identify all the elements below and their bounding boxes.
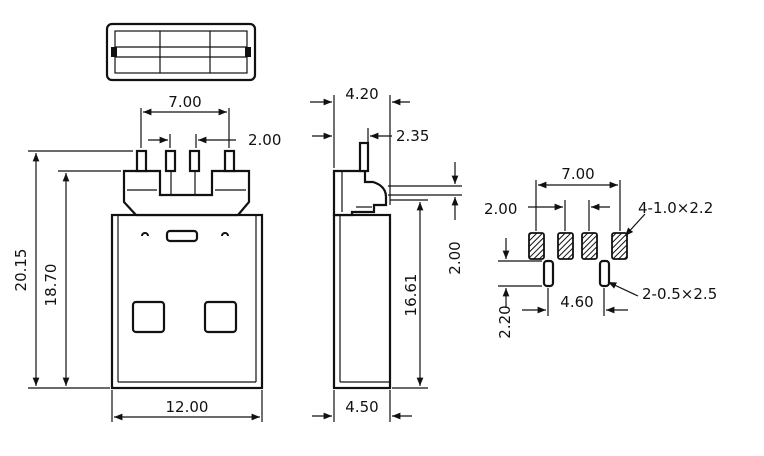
dim-pad-pitch: 2.00 <box>484 200 517 218</box>
dim-pad-size: 4-1.0×2.2 <box>638 199 713 217</box>
pcb-footprint <box>528 232 628 288</box>
dim-side-top: 4.20 <box>345 85 378 103</box>
front-dimensions: 7.00 2.00 20.15 18.70 12.00 <box>12 93 281 422</box>
dim-front-pin-pitch: 2.00 <box>248 131 281 149</box>
dim-slot-size: 2-0.5×2.5 <box>642 285 717 303</box>
dim-pad-span: 7.00 <box>561 165 594 183</box>
front-window-left <box>131 300 166 334</box>
dim-side-width: 4.50 <box>345 398 378 416</box>
pad-2 <box>557 232 574 260</box>
side-body <box>332 213 392 390</box>
footprint-dimensions: 7.00 2.00 4-1.0×2.2 2-0.5×2.5 2.20 4.60 <box>484 165 717 339</box>
pin-2 <box>164 149 177 173</box>
slot-left <box>542 259 555 288</box>
pad-4 <box>611 232 628 260</box>
front-header <box>122 169 251 217</box>
dim-side-offset: 2.00 <box>446 241 464 274</box>
top-view-outline <box>105 22 257 82</box>
dim-front-width: 12.00 <box>166 398 209 416</box>
pin-3 <box>188 149 201 173</box>
dim-slot-height: 2.20 <box>496 305 514 338</box>
front-window-right <box>203 300 238 334</box>
dim-front-body-height: 18.70 <box>42 264 60 307</box>
front-slot <box>165 229 199 243</box>
side-header <box>332 169 388 217</box>
side-dimensions: 4.20 2.35 2.00 16.61 4.50 <box>310 85 464 422</box>
dim-side-lead: 2.35 <box>396 127 429 145</box>
pin-1 <box>135 149 148 173</box>
dim-front-total-height: 20.15 <box>12 249 30 292</box>
dim-side-body-height: 16.61 <box>402 274 420 317</box>
top-view <box>105 22 257 82</box>
pin-4 <box>223 149 236 173</box>
slot-right <box>598 259 611 288</box>
dim-front-pin-span: 7.00 <box>168 93 201 111</box>
pad-3 <box>581 232 598 260</box>
side-pin <box>358 141 370 173</box>
side-view <box>332 141 392 390</box>
front-view <box>110 149 264 390</box>
dim-slot-span: 4.60 <box>560 293 593 311</box>
pad-1 <box>528 232 545 260</box>
